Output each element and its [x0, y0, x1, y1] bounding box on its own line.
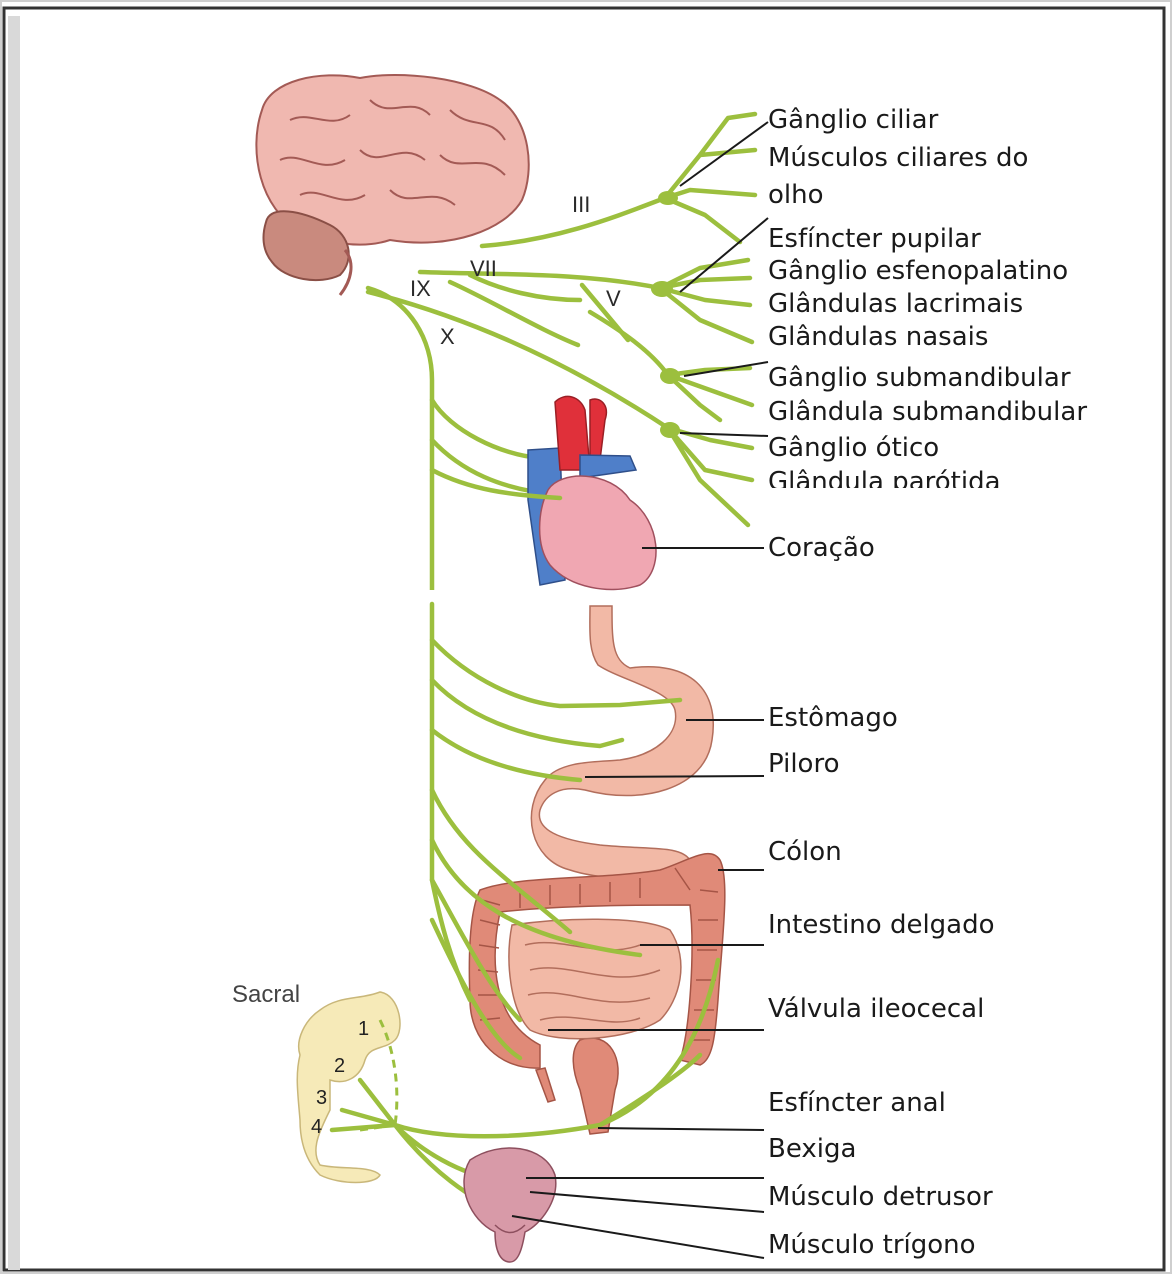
sacral-label: Sacral [232, 981, 300, 1008]
small-intestine-illustration [509, 919, 681, 1038]
label-pupillary-sphincter: Esfíncter pupilar [768, 224, 981, 254]
label-crop-mask [760, 488, 1140, 502]
label-eye: olho [768, 180, 824, 210]
label-submandibular-ganglion: Gânglio submandibular [768, 363, 1071, 393]
label-anal-sphincter: Esfíncter anal [768, 1088, 946, 1118]
label-otic-ganglion: Gânglio ótico [768, 433, 939, 463]
nerve-v-label: V [606, 286, 621, 311]
otic-ganglion [660, 422, 680, 438]
nerve-vii-label: VII [470, 256, 497, 281]
label-sphenopalatine-ganglion: Gânglio esfenopalatino [768, 256, 1068, 286]
vagus-gap [420, 590, 450, 604]
label-heart: Coração [768, 533, 875, 563]
sacral-segment-3: 3 [316, 1087, 327, 1109]
sacral-segment-2: 2 [334, 1055, 345, 1077]
label-lacrimal-glands: Glândulas lacrimais [768, 289, 1023, 319]
nerve-ix-label: IX [410, 276, 431, 301]
sacral-segment-1: 1 [358, 1018, 369, 1040]
sphenopalatine-ganglion [651, 281, 673, 297]
submandibular-ganglion [660, 368, 680, 384]
sacral-segment-4: 4 [311, 1116, 322, 1138]
label-bladder: Bexiga [768, 1134, 856, 1164]
left-shadow [8, 16, 20, 1270]
label-ciliary-ganglion: Gânglio ciliar [768, 105, 939, 135]
nerve-iii-label: III [572, 192, 590, 217]
label-submandibular-gland: Glândula submandibular [768, 397, 1087, 427]
label-ileocecal-valve: Válvula ileocecal [768, 994, 984, 1024]
nerve-x-label: X [440, 324, 455, 349]
label-ciliary-muscles: Músculos ciliares do [768, 143, 1028, 173]
label-nasal-glands: Glândulas nasais [768, 322, 988, 352]
label-small-intestine: Intestino delgado [768, 910, 995, 940]
label-stomach: Estômago [768, 703, 898, 733]
label-pylorus: Piloro [768, 749, 840, 779]
label-detrusor-muscle: Músculo detrusor [768, 1182, 993, 1212]
ciliary-ganglion [658, 191, 678, 205]
label-colon: Cólon [768, 837, 842, 867]
label-trigone-muscle: Músculo trígono [768, 1230, 976, 1260]
